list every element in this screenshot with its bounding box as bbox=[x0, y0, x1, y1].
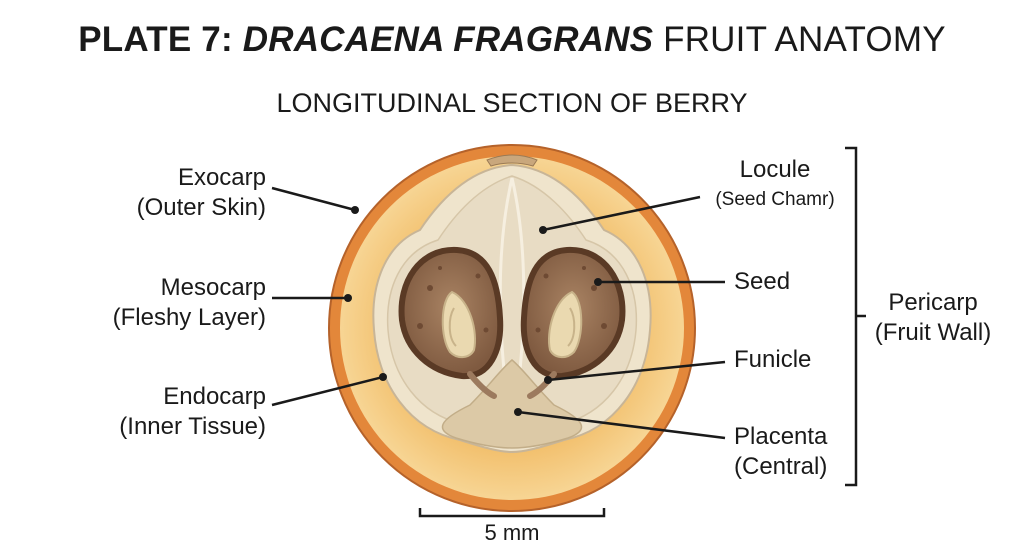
funicle-right bbox=[527, 371, 557, 399]
label-pericarp: Pericarp (Fruit Wall) bbox=[874, 289, 992, 346]
leader-placenta bbox=[517, 410, 726, 440]
leader-exocarp bbox=[271, 186, 356, 212]
title-suffix: FRUIT ANATOMY bbox=[653, 20, 946, 59]
title-prefix: PLATE 7: bbox=[78, 20, 243, 59]
title-species: DRACAENA FRAGRANS bbox=[242, 20, 654, 59]
scale-bar bbox=[418, 508, 606, 518]
leader-funicle bbox=[547, 360, 726, 382]
section-subtitle: LONGITUDINAL SECTION OF BERRY bbox=[276, 88, 748, 118]
stem-scar bbox=[486, 154, 538, 167]
label-mesocarp: Mesocarp (Fleshy Layer) bbox=[112, 274, 266, 331]
seed-left bbox=[398, 246, 504, 380]
label-exocarp: Exocarp (Outer Skin) bbox=[136, 164, 266, 221]
label-locule: Locule (Seed Chamr) bbox=[715, 156, 835, 210]
funicle-left bbox=[467, 371, 497, 399]
septum bbox=[498, 177, 514, 391]
label-endocarp: Endocarp (Inner Tissue) bbox=[119, 383, 266, 440]
plate-title: PLATE 7: DRACAENA FRAGRANS FRUIT ANATOMY bbox=[0, 20, 1024, 60]
placenta bbox=[441, 359, 583, 449]
leader-endocarp bbox=[271, 375, 384, 407]
leader-locule bbox=[542, 195, 701, 232]
label-seed: Seed bbox=[734, 268, 791, 295]
pericarp-bracket bbox=[845, 146, 866, 487]
scale-bar-label: 5 mm bbox=[484, 520, 540, 545]
septum bbox=[510, 177, 526, 391]
label-funicle: Funicle bbox=[734, 346, 812, 373]
label-placenta: Placenta (Central) bbox=[734, 423, 828, 480]
